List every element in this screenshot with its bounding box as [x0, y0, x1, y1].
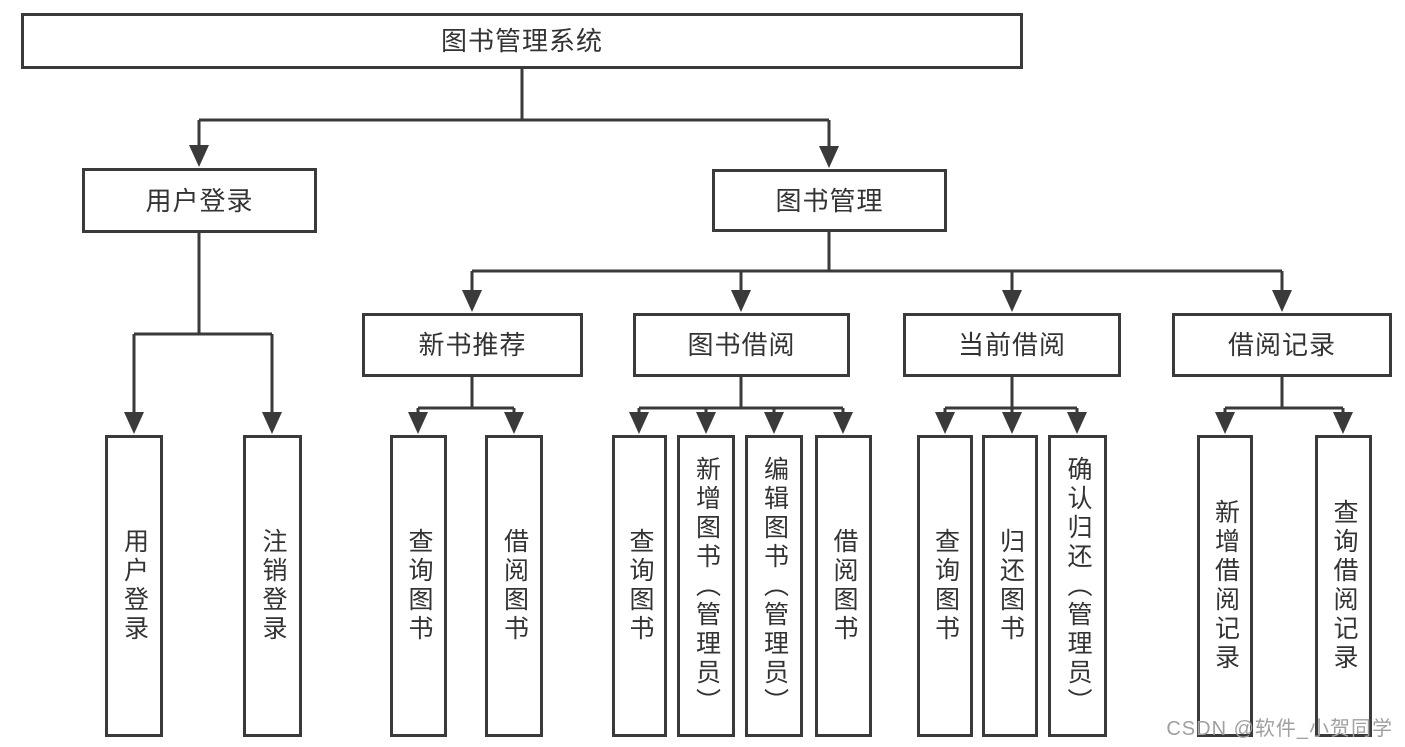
- leaf-user-login: 用户登录: [105, 435, 163, 737]
- leaf-logout: 注销登录: [243, 435, 302, 737]
- node-book-management-group: 图书管理: [712, 169, 947, 232]
- leaf-cb-query-book: 查询图书: [917, 435, 973, 737]
- node-current-borrow: 当前借阅: [903, 313, 1121, 377]
- leaf-nbr-query-book: 查询图书: [390, 435, 447, 737]
- leaf-nbr-borrow-book: 借阅图书: [485, 435, 543, 737]
- node-user-login-group: 用户登录: [82, 168, 317, 233]
- leaf-cb-confirm-return-admin: 确认归还（管理员）: [1048, 435, 1107, 737]
- node-book-borrow: 图书借阅: [633, 313, 850, 377]
- leaf-bb-add-book-admin: 新增图书（管理员）: [677, 435, 735, 737]
- leaf-br-add-record: 新增借阅记录: [1197, 435, 1253, 737]
- node-root: 图书管理系统: [21, 13, 1023, 69]
- leaf-bb-borrow-book: 借阅图书: [815, 435, 872, 737]
- leaf-bb-edit-book-admin: 编辑图书（管理员）: [745, 435, 803, 737]
- leaf-br-query-record: 查询借阅记录: [1315, 435, 1372, 737]
- leaf-bb-query-book: 查询图书: [612, 435, 667, 737]
- leaf-cb-return-book: 归还图书: [982, 435, 1038, 737]
- node-new-book-recommend: 新书推荐: [362, 313, 583, 377]
- node-borrow-record: 借阅记录: [1172, 313, 1392, 377]
- watermark: CSDN @软件_小贺同学: [1166, 718, 1393, 740]
